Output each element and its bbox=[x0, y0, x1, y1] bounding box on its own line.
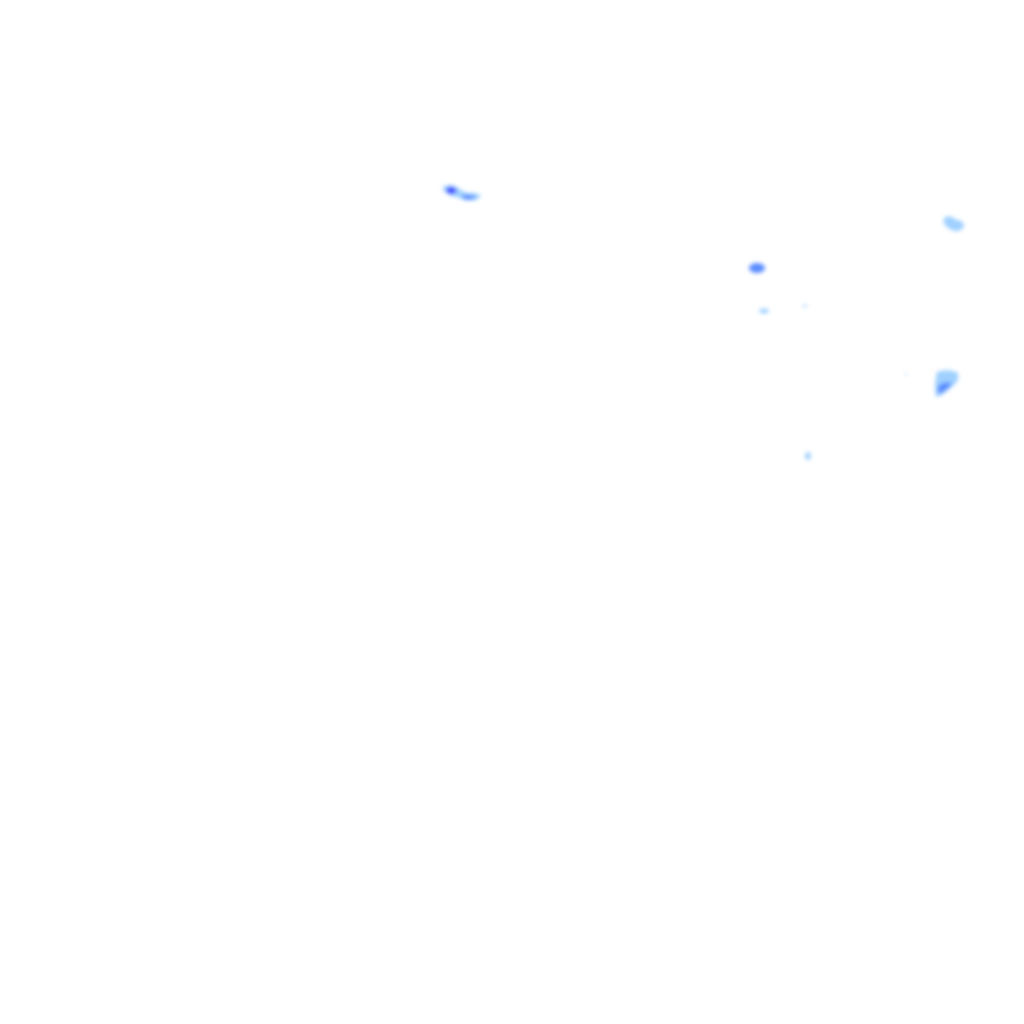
precip-cell bbox=[749, 263, 765, 273]
precip-cell bbox=[904, 370, 959, 397]
precip-cell bbox=[943, 216, 964, 232]
precip-cell bbox=[442, 185, 481, 201]
precip-cell bbox=[805, 452, 811, 460]
precip-cell bbox=[759, 304, 807, 314]
